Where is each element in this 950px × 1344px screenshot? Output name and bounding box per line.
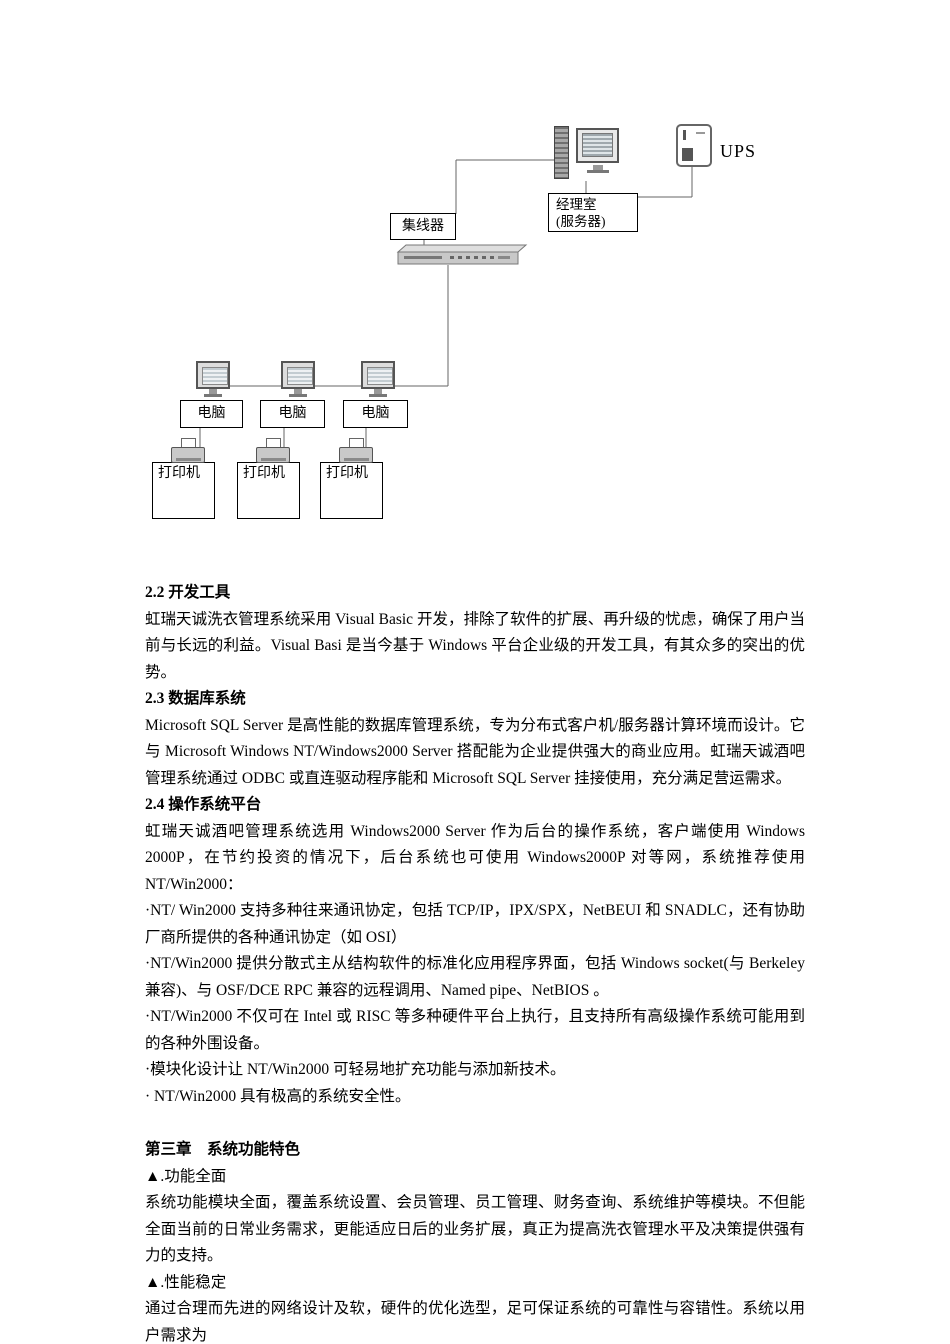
paragraph: ·模块化设计让 NT/Win2000 可轻易地扩充功能与添加新技术。 [145, 1061, 566, 1078]
paragraph: ·NT/Win2000 不仅可在 Intel 或 RISC 等多种硬件平台上执行… [145, 1008, 805, 1052]
node-box-hub: 集线器 [390, 213, 456, 240]
paragraph: ·NT/ Win2000 支持多种往来通讯协定，包括 TCP/IP，IPX/SP… [145, 902, 805, 946]
paragraph: 虹瑞天诚酒吧管理系统选用 Windows2000 Server 作为后台的操作系… [145, 822, 805, 893]
monitor-frame [281, 361, 315, 389]
computer-icon [196, 361, 232, 399]
printer-icon [171, 438, 207, 468]
paragraph: ▲.功能全面 [145, 1167, 227, 1185]
monitor-stand [374, 389, 382, 394]
computer-icon [361, 361, 397, 399]
node-box-manager-server: 经理室 (服务器) [548, 193, 638, 232]
monitor-screen [287, 367, 313, 385]
printer-icon [256, 438, 292, 468]
section-database: 2.3 数据库系统 Microsoft SQL Server 是高性能的数据库管… [145, 686, 805, 792]
section-os-platform: 2.4 操作系统平台 虹瑞天诚酒吧管理系统选用 Windows2000 Serv… [145, 792, 805, 1110]
section-heading: 2.4 操作系统平台 [145, 796, 262, 813]
monitor-base [204, 394, 222, 397]
server-tower-icon [554, 126, 569, 179]
node-box-printer: 打印机 [152, 462, 215, 519]
monitor-base [369, 394, 387, 397]
server-monitor-icon [576, 128, 619, 163]
section-dev-tools: 2.2 开发工具 虹瑞天诚洗衣管理系统采用 Visual Basic 开发，排除… [145, 580, 805, 686]
monitor-stand [294, 389, 302, 394]
paragraph: ▲.性能稳定 [145, 1273, 227, 1291]
section-heading: 第三章 系统功能特色 [145, 1141, 301, 1158]
ups-label: UPS [720, 141, 757, 161]
manager-label-line2: (服务器) [556, 214, 606, 229]
printer-output-slot [261, 458, 286, 461]
node-box-computer: 电脑 [260, 400, 325, 428]
network-diagram: UPS 经理室 (服务器) 集线器 [0, 0, 950, 560]
paragraph: 虹瑞天诚洗衣管理系统采用 Visual Basic 开发，排除了软件的扩展、再升… [145, 610, 805, 681]
node-box-printer: 打印机 [320, 462, 383, 519]
node-box-computer: 电脑 [180, 400, 243, 428]
printer-icon [339, 438, 375, 468]
ups-display [682, 148, 693, 161]
monitor-base [289, 394, 307, 397]
paragraph: 通过合理而先进的网络设计及软，硬件的优化选型，足可保证系统的可靠性与容错性。系统… [145, 1300, 805, 1344]
section-chapter3-features: 第三章 系统功能特色 ▲.功能全面 系统功能模块全面，覆盖系统设置、会员管理、员… [145, 1137, 805, 1344]
manager-label-line1: 经理室 [556, 197, 597, 212]
hub-device-icon [396, 244, 528, 265]
server-icon [552, 124, 624, 182]
connector-lines [199, 159, 693, 450]
node-box-printer: 打印机 [237, 462, 300, 519]
paragraph: Microsoft SQL Server 是高性能的数据库管理系统，专为分布式客… [145, 716, 805, 787]
monitor-frame [361, 361, 395, 389]
node-box-computer: 电脑 [343, 400, 408, 428]
server-monitor-screen [582, 133, 613, 157]
printer-output-slot [176, 458, 201, 461]
section-heading: 2.2 开发工具 [145, 584, 231, 601]
paragraph: ·NT/Win2000 提供分散式主从结构软件的标准化应用程序界面，包括 Win… [145, 955, 805, 999]
paragraph: 系统功能模块全面，覆盖系统设置、会员管理、员工管理、财务查询、系统维护等模块。不… [145, 1194, 805, 1264]
ups-icon [676, 124, 712, 167]
monitor-stand [209, 389, 217, 394]
server-monitor-stand [593, 165, 603, 170]
printer-output-slot [344, 458, 369, 461]
monitor-frame [196, 361, 230, 389]
paragraph: · NT/Win2000 具有极高的系统安全性。 [145, 1087, 411, 1105]
document-content: 2.2 开发工具 虹瑞天诚洗衣管理系统采用 Visual Basic 开发，排除… [145, 580, 805, 1344]
ups-slot [683, 130, 686, 140]
ups-vent [696, 132, 705, 134]
server-monitor-base [587, 170, 609, 173]
section-heading: 2.3 数据库系统 [145, 690, 246, 707]
monitor-screen [202, 367, 228, 385]
computer-icon [281, 361, 317, 399]
monitor-screen [367, 367, 393, 385]
